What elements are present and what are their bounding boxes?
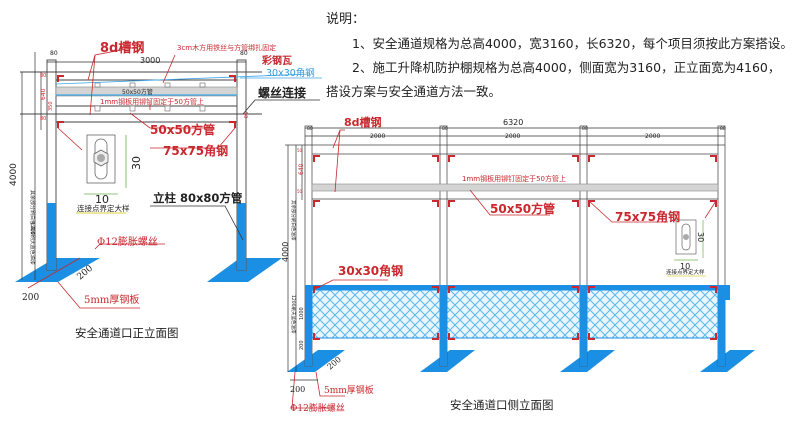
front-dim-350: 350: [48, 101, 54, 111]
mesh-panel-2: [446, 289, 581, 339]
side-dim-50-top: 50: [297, 148, 303, 153]
front-dim-detail-w: 10: [95, 193, 109, 206]
front-label-tube-inline: 50x50方管: [122, 88, 153, 96]
post-left-blue: [47, 203, 56, 270]
front-label-channel-steel: 8d槽钢: [100, 40, 144, 56]
side-dim-detail-w: 10: [680, 262, 690, 271]
side-elevation: 8d槽钢 1mm钢板用铆钉固定于50方管上 50x50方管 75x75角钢 30…: [281, 115, 755, 414]
side-dim-1000: 1000: [299, 307, 305, 320]
side-base-plate-3: [560, 350, 615, 372]
front-dim-80-top: 80: [40, 73, 46, 79]
note-item-2: 2、施工升降机防护棚规格为总高4000，侧面宽为3160，正立面宽为4160，: [352, 60, 781, 75]
side-view-caption: 安全通道口侧立面图: [450, 398, 554, 412]
mesh-panel-1: [311, 289, 441, 339]
front-dim-roof-depth: 640: [40, 88, 47, 100]
side-base-plate-2: [420, 350, 475, 372]
side-label-steel-plate-note: 1mm钢板用铆钉固定于50方管上: [462, 174, 566, 183]
front-dim-total-height: 4000: [9, 163, 19, 186]
front-dim-80-bot: 80: [40, 116, 46, 122]
side-dim-200: 200: [299, 340, 305, 350]
front-elevation: 8d槽钢 3cm木方用铁丝与方管绑扎固定 彩钢瓦 30x30角钢 螺丝连接 50…: [9, 40, 322, 340]
side-label-channel-steel: 8d槽钢: [344, 115, 382, 129]
front-dim-50: 50: [242, 112, 248, 118]
side-detail-caption: 连接点界定大样: [666, 268, 705, 276]
notes-panel: 说明： 1、安全通道规格为总高4000，宽3160，长6320，每个项目须按此方…: [326, 8, 793, 104]
front-detail-caption: 连接点界定大样: [77, 203, 130, 213]
side-roof-tube: [311, 183, 719, 192]
side-base-plate-4: [700, 350, 755, 372]
side-dim-detail-h: 30: [696, 232, 705, 242]
front-label-angle-75: 75x75角钢: [163, 143, 228, 158]
front-label-bolt-connection: 螺丝连接: [258, 85, 306, 100]
front-dim-detail-h: 30: [130, 156, 143, 170]
side-dim-post-a: 80: [307, 126, 313, 132]
side-dim-bay-1: 2000: [370, 133, 385, 140]
side-label-angle-30: 30x30角钢: [338, 263, 403, 278]
side-paint-blue: 1200刷天蓝色油漆: [290, 295, 297, 334]
front-label-base-plate: 5mm厚钢板: [84, 293, 139, 306]
side-dim-post-c: 80: [582, 126, 588, 132]
side-paint-white: 其余部分刷白色油漆: [290, 200, 297, 241]
side-label-expansion-bolt: Φ12膨胀螺丝: [290, 402, 345, 414]
side-dim-total-height: 4000: [281, 242, 290, 262]
side-dim-roof-depth: 640: [298, 163, 305, 175]
front-dim-post-left: 80: [50, 50, 58, 57]
side-base-plate-1: [287, 350, 345, 372]
notes-title: 说明：: [326, 12, 366, 27]
note-item-3: 搭设方案与安全通道方法一致。: [326, 84, 502, 99]
side-label-base-plate: 5mm厚钢板: [324, 384, 374, 396]
front-label-expansion-bolt: Φ12膨胀螺丝: [97, 235, 158, 248]
roof-tube: [55, 86, 238, 97]
note-item-1: 1、安全通道规格为总高4000，宽3160，长6320，每个项目须按此方案搭设。: [352, 36, 793, 51]
side-dim-total-length: 6320: [503, 118, 523, 127]
side-dim-post-d: 80: [720, 126, 726, 132]
front-dim-plate-w: 200: [22, 293, 39, 303]
front-label-color-steel-tile: 彩钢瓦: [261, 54, 292, 67]
front-paint-white: 其余部分刷白色油漆: [29, 190, 36, 235]
side-dim-bay-3: 2000: [645, 133, 660, 140]
drawing-canvas: 8d槽钢 3cm木方用铁丝与方管绑扎固定 彩钢瓦 30x30角钢 螺丝连接 50…: [9, 40, 755, 414]
front-dim-post-right: 80: [240, 50, 248, 57]
mesh-panel-3: [586, 289, 719, 339]
base-plate-left: [15, 258, 100, 282]
side-dim-plate-w: 200: [290, 385, 305, 394]
front-label-post: 立柱 80x80方管: [153, 191, 243, 205]
front-paint-blue: 1200刷天蓝色油漆: [29, 222, 36, 265]
side-dim-50-bot: 50: [297, 189, 303, 194]
side-label-angle-75: 75x75角钢: [615, 209, 680, 224]
side-label-square-tube: 50x50方管: [490, 201, 555, 216]
front-label-angle-30: 30x30角钢: [266, 67, 315, 79]
front-view-caption: 安全通道口正立面图: [75, 326, 179, 340]
front-label-timber-note: 3cm木方用铁丝与方管绑扎固定: [177, 43, 276, 52]
front-label-square-tube: 50x50方管: [150, 122, 215, 137]
front-label-steel-plate-note: 1mm钢板用铆钉固定于50方管上: [100, 97, 204, 106]
side-dim-post-b: 80: [442, 126, 448, 132]
side-dim-bay-2: 2000: [505, 133, 520, 140]
front-dim-span: 3000: [140, 56, 160, 65]
